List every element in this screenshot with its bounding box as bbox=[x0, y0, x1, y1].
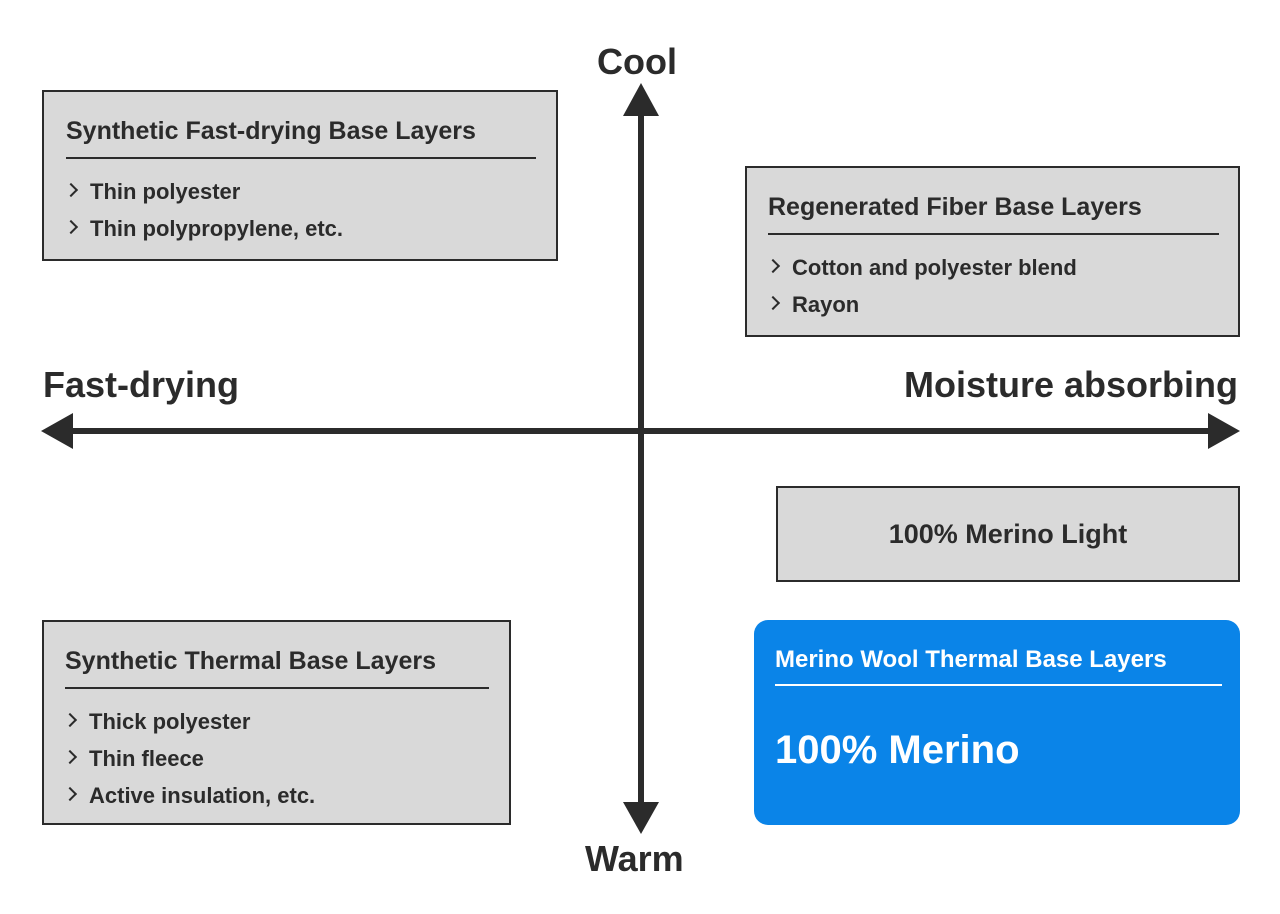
box-title: Synthetic Thermal Base Layers bbox=[65, 649, 489, 689]
list-item: Thick polyester bbox=[62, 703, 489, 740]
box-item-list: Cotton and polyester blend Rayon bbox=[765, 249, 1219, 323]
list-item-label: Thick polyester bbox=[89, 709, 251, 734]
horizontal-axis bbox=[41, 413, 1240, 449]
axis-label-top: Cool bbox=[597, 41, 677, 82]
list-item: Active insulation, etc. bbox=[62, 777, 489, 814]
box-item-list: Thin polyester Thin polypropylene, etc. bbox=[63, 173, 536, 247]
list-item-label: Cotton and polyester blend bbox=[792, 255, 1077, 280]
box-title: Regenerated Fiber Base Layers bbox=[768, 195, 1219, 235]
axis-label-right: Moisture absorbing bbox=[903, 364, 1238, 405]
list-item: Thin fleece bbox=[62, 740, 489, 777]
synthetic-thermal-box: Synthetic Thermal Base Layers Thick poly… bbox=[42, 620, 511, 825]
list-item: Rayon bbox=[765, 286, 1219, 323]
list-item-label: Thin polypropylene, etc. bbox=[90, 216, 344, 241]
synthetic-fast-drying-box: Synthetic Fast-drying Base Layers Thin p… bbox=[42, 90, 558, 261]
axis-label-bottom: Warm bbox=[585, 838, 684, 879]
list-item-label: Rayon bbox=[792, 292, 860, 317]
box-title: Synthetic Fast-drying Base Layers bbox=[66, 119, 536, 159]
merino-wool-thermal-box: Merino Wool Thermal Base Layers 100% Mer… bbox=[754, 620, 1240, 825]
chevron-right-icon bbox=[63, 182, 79, 197]
arrow-down-icon bbox=[623, 802, 659, 834]
arrow-up-icon bbox=[623, 83, 659, 116]
list-item-label: Thin polyester bbox=[90, 179, 241, 204]
list-item: Cotton and polyester blend bbox=[765, 249, 1219, 286]
list-item: Thin polypropylene, etc. bbox=[63, 210, 536, 247]
chevron-right-icon bbox=[765, 258, 781, 273]
chevron-right-icon bbox=[62, 749, 78, 764]
vertical-axis bbox=[623, 83, 659, 834]
arrow-left-icon bbox=[41, 413, 73, 449]
box-title: Merino Wool Thermal Base Layers bbox=[775, 648, 1222, 686]
merino-light-label: 100% Merino Light bbox=[888, 518, 1128, 549]
chevron-right-icon bbox=[765, 295, 781, 310]
list-item-label: Thin fleece bbox=[89, 746, 204, 771]
box-item-list: Thick polyester Thin fleece Active insul… bbox=[62, 703, 489, 814]
chevron-right-icon bbox=[62, 786, 78, 801]
regenerated-fiber-box: Regenerated Fiber Base Layers Cotton and… bbox=[745, 166, 1240, 337]
merino-main-label: 100% Merino bbox=[775, 728, 1020, 772]
list-item: Thin polyester bbox=[63, 173, 536, 210]
axis-label-left: Fast-drying bbox=[43, 364, 240, 405]
chevron-right-icon bbox=[62, 712, 78, 727]
list-item-label: Active insulation, etc. bbox=[89, 783, 316, 808]
chevron-right-icon bbox=[63, 219, 79, 234]
merino-light-box: 100% Merino Light bbox=[776, 486, 1240, 582]
arrow-right-icon bbox=[1208, 413, 1240, 449]
